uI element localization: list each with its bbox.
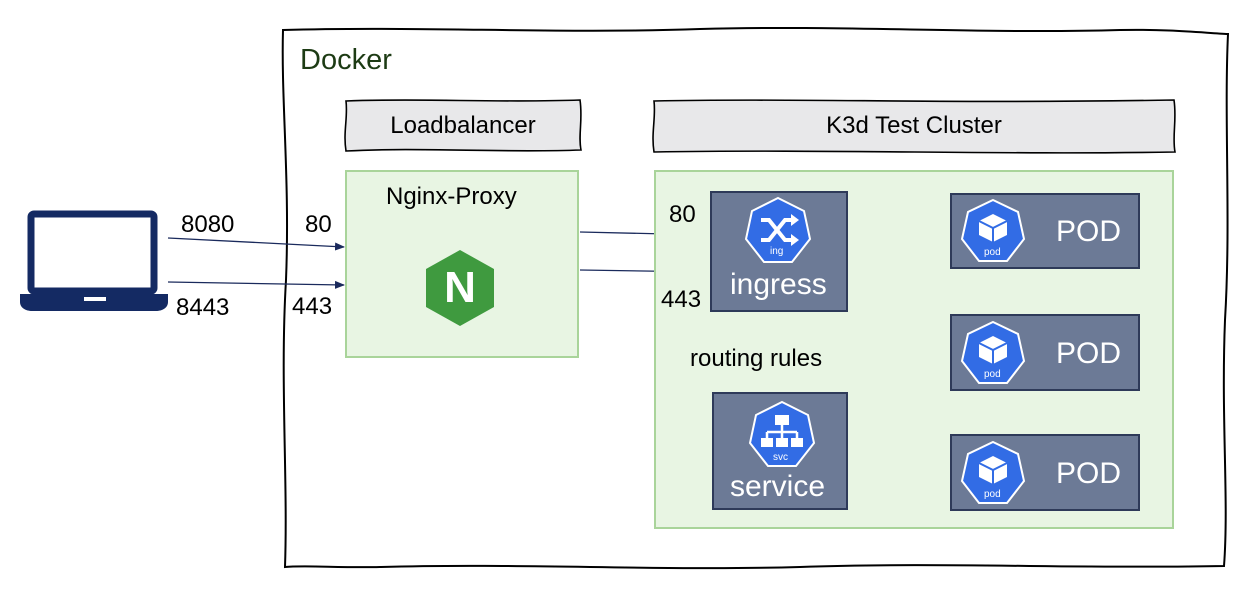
nginx-proxy-title: Nginx-Proxy — [386, 183, 517, 210]
nginx-proxy-box — [345, 170, 579, 358]
proxy-port-http: 80 — [305, 211, 332, 238]
loadbalancer-banner-shape — [344, 99, 582, 152]
service-icon — [748, 400, 816, 467]
pod-icon-caption: pod — [984, 247, 1001, 258]
nginx-logo-letter: N — [444, 263, 476, 312]
routing-rules-label: routing rules — [690, 345, 823, 372]
ingress-icon-caption: ing — [770, 246, 784, 257]
cluster-banner: K3d Test Cluster — [826, 112, 1002, 139]
laptop-icon — [20, 210, 168, 311]
service-label: service — [730, 470, 826, 503]
docker-title: Docker — [300, 44, 392, 76]
client-port-https: 8443 — [176, 294, 230, 321]
pod-icon — [960, 198, 1026, 262]
client-arrows — [167, 237, 345, 289]
ingress-icon — [744, 196, 812, 263]
cluster-banner-shape — [652, 99, 1176, 154]
pod-icon — [960, 440, 1026, 504]
pod-icon — [960, 320, 1026, 384]
pod-label: POD — [1056, 215, 1122, 248]
client-port-http: 8080 — [181, 211, 235, 238]
service-icon-caption: svc — [773, 452, 788, 463]
pod-label: POD — [1056, 457, 1122, 490]
ingress-port-http: 80 — [669, 201, 696, 228]
ingress-port-https: 443 — [661, 286, 702, 313]
proxy-port-https: 443 — [292, 293, 333, 320]
docker-frame — [281, 26, 1230, 570]
loadbalancer-banner: Loadbalancer — [390, 112, 536, 139]
ingress-label: ingress — [730, 268, 827, 301]
pod-icon-caption: pod — [984, 489, 1001, 500]
pod-icon-caption: pod — [984, 369, 1001, 380]
pod-label: POD — [1056, 337, 1122, 370]
nginx-logo-icon — [426, 250, 494, 326]
